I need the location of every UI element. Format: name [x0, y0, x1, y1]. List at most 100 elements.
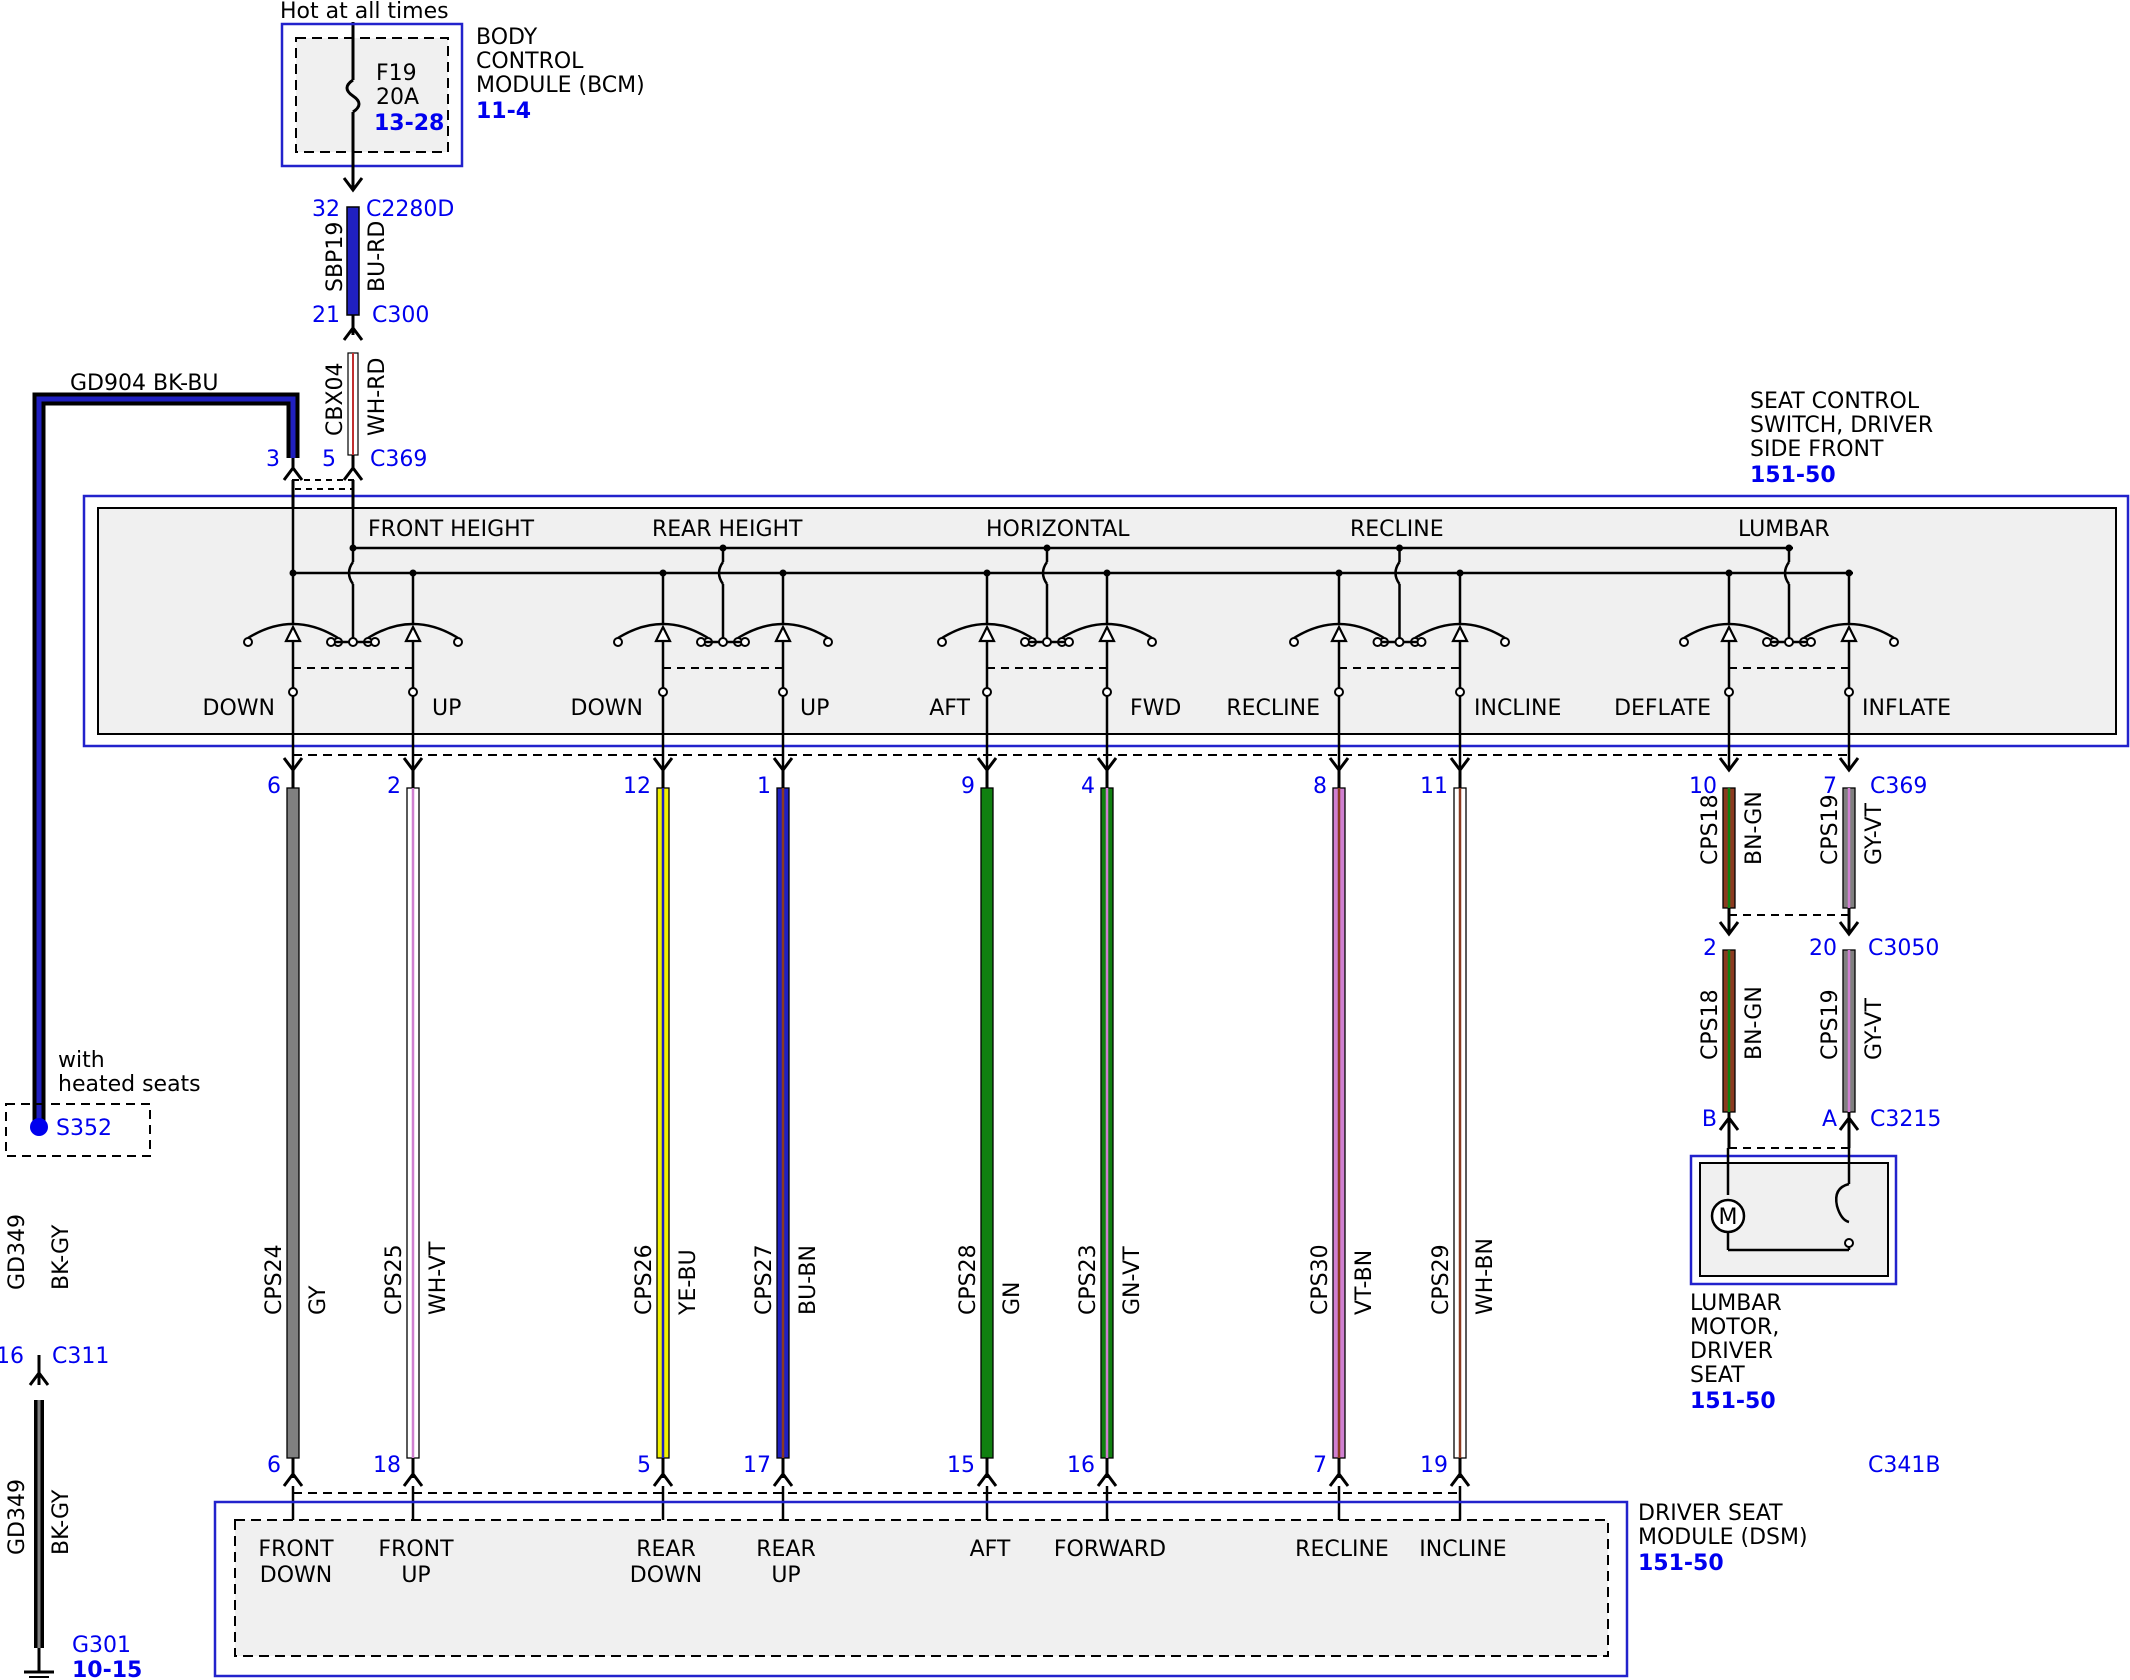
contact-dot	[1455, 687, 1465, 697]
bus-junction	[719, 544, 727, 552]
wire-color-label: YE-BU	[676, 1249, 701, 1316]
position-front-down: DOWN	[203, 696, 275, 721]
group-rear-height: REAR HEIGHT	[652, 517, 803, 542]
dsm-input-label: DOWN	[630, 1563, 702, 1588]
lumbar-circuit-label: CPS18	[1698, 989, 1723, 1060]
contact-dot	[982, 687, 992, 697]
wire-bottom-pin: 19	[1420, 1453, 1448, 1478]
lumbar-color-label: BN-GN	[1742, 986, 1767, 1060]
wire-top-pin: 1	[757, 774, 771, 799]
contact-dot	[1102, 687, 1112, 697]
dsm-input-label: INCLINE	[1419, 1537, 1506, 1562]
contact-dot	[823, 637, 833, 647]
c311-pin: 16	[0, 1344, 24, 1369]
wire-top-pin: 12	[623, 774, 651, 799]
dsm-housing	[234, 1519, 1609, 1657]
group-horizontal: HORIZONTAL	[986, 517, 1130, 542]
c369-ground-pin: 3	[266, 447, 280, 472]
gd349-color-upper: BK-GY	[49, 1224, 74, 1290]
crossover-hop-icon	[347, 561, 355, 585]
wire-color-label: BU-BN	[796, 1245, 821, 1315]
switch-blade-icon	[737, 622, 829, 640]
motor-switch-icon	[1835, 1182, 1850, 1224]
dsm-input-label: REAR	[636, 1537, 696, 1562]
c2280d-pin: 32	[312, 197, 340, 222]
lumbar-mid-arrow	[1718, 921, 1740, 937]
bcm-module-border	[280, 22, 464, 168]
fuse-ref-link[interactable]: 13-28	[374, 111, 444, 136]
c3215-label: C3215	[1870, 1107, 1941, 1132]
contact-dot	[658, 687, 668, 697]
lumbar-mid-pin: 20	[1809, 936, 1837, 961]
switch-ref-link[interactable]: 151-50	[1750, 463, 1836, 488]
motor-name-line1: LUMBAR	[1690, 1291, 1782, 1316]
wire-bottom-pin: 15	[947, 1453, 975, 1478]
switch-blade-icon	[1414, 622, 1506, 640]
wire-cps28[interactable]	[980, 787, 994, 1459]
dsm-ref-link[interactable]: 151-50	[1638, 1551, 1724, 1576]
wire-color-label: WH-BN	[1473, 1238, 1498, 1315]
wire-cps24[interactable]	[286, 787, 300, 1459]
position-incline: INCLINE	[1474, 696, 1561, 721]
group-front-height: FRONT HEIGHT	[368, 517, 535, 542]
wire-sbp19[interactable]	[346, 206, 360, 316]
contact-dot	[1724, 687, 1734, 697]
wire-bottom-arrow	[1449, 1471, 1471, 1487]
dsm-input-label: AFT	[970, 1537, 1011, 1562]
c300-pin: 21	[312, 303, 340, 328]
wire-top-pin: 8	[1313, 774, 1327, 799]
heated-label-line2: heated seats	[58, 1072, 201, 1097]
group-lumbar: LUMBAR	[1738, 517, 1830, 542]
switch-group-1	[613, 544, 833, 770]
switch-group-4	[1679, 544, 1899, 770]
c369-lumbar-label: C369	[1870, 774, 1927, 799]
contact-dot	[1147, 637, 1157, 647]
dsm-input-label: UP	[401, 1563, 430, 1588]
contact-dot	[348, 637, 358, 647]
wire-top-pin: 4	[1081, 774, 1095, 799]
dsm-input-label: RECLINE	[1295, 1537, 1389, 1562]
position-rear-down: DOWN	[571, 696, 643, 721]
driver-seat-module: DRIVER SEAT MODULE (DSM) 151-50 FRONTDOW…	[213, 1492, 1808, 1678]
wire-circuit-label: CPS23	[1076, 1244, 1101, 1315]
wire-bottom-arrow	[652, 1471, 674, 1487]
gd349-color-lower: BK-GY	[49, 1489, 74, 1555]
lumbar-end-arrow	[1838, 1115, 1860, 1131]
fuse-icon	[345, 78, 361, 114]
lumbar-color-label: GY-VT	[1862, 998, 1887, 1060]
bus-junction	[349, 544, 357, 552]
contact-dot	[1679, 637, 1689, 647]
seat-control-switch: SEAT CONTROL SWITCH, DRIVER SIDE FRONT 1…	[82, 389, 2130, 770]
cbx04-color: WH-RD	[365, 358, 390, 436]
motor-name-line2: MOTOR,	[1690, 1315, 1779, 1340]
bcm-ref-link[interactable]: 11-4	[476, 99, 531, 124]
dsm-input-label: FORWARD	[1054, 1537, 1166, 1562]
bcm-name-line3: MODULE (BCM)	[476, 73, 645, 98]
contact-dot	[1416, 637, 1427, 647]
contact-dot	[778, 687, 788, 697]
dsm-input-label: DOWN	[260, 1563, 332, 1588]
wire-bottom-pin: 17	[743, 1453, 771, 1478]
splice-s352-label: S352	[56, 1116, 112, 1141]
switch-position-labels: DOWN UP DOWN UP AFT FWD RECLINE INCLINE …	[203, 696, 1952, 721]
crossover-hop-icon	[1041, 561, 1049, 585]
bus-junction	[1396, 544, 1403, 552]
wire-bottom-arrow	[1096, 1471, 1118, 1487]
wire-color-label: GY	[306, 1285, 331, 1315]
wire-circuit-label: CPS25	[382, 1244, 407, 1315]
motor-ref-link[interactable]: 151-50	[1690, 1389, 1776, 1414]
contact-dot	[613, 637, 623, 647]
wire-circuit-label: CPS24	[262, 1244, 287, 1315]
position-fwd: FWD	[1130, 696, 1181, 721]
lumbar-circuit-label: CPS19	[1818, 794, 1843, 865]
switch-name-line2: SWITCH, DRIVER	[1750, 413, 1933, 438]
g301-ref-link[interactable]: 10-15	[72, 1658, 142, 1680]
